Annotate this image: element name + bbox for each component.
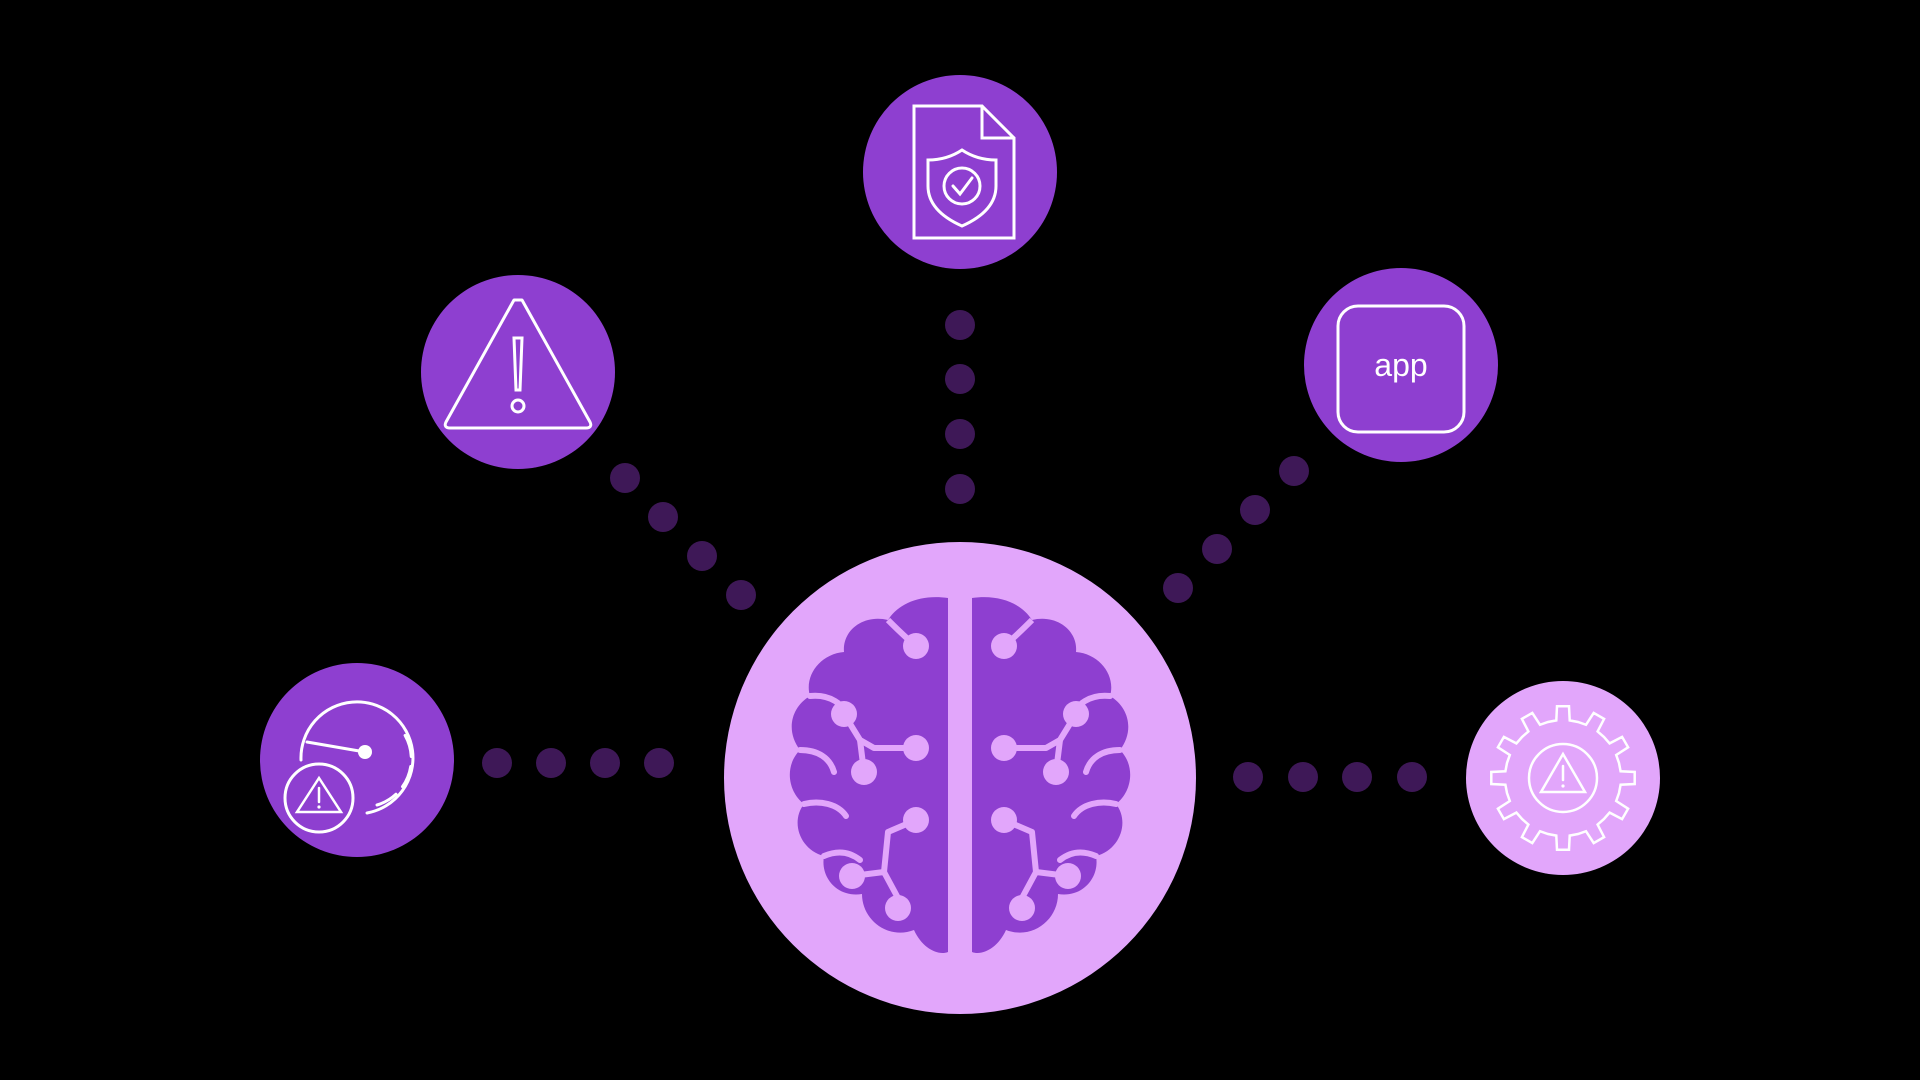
connector-dot [590, 748, 620, 778]
central-hub [724, 542, 1196, 1014]
connector-dot [536, 748, 566, 778]
node-gear-alert [1466, 681, 1660, 875]
warning-triangle-icon [443, 298, 593, 430]
connector-dot [482, 748, 512, 778]
connector-dot [610, 463, 640, 493]
connector-dot [1342, 762, 1372, 792]
connector-dot [1163, 573, 1193, 603]
connector-dot [1279, 456, 1309, 486]
connector-dot [1233, 762, 1263, 792]
node-secure-document [863, 75, 1057, 269]
shield-document-icon [912, 104, 1016, 240]
connectors [482, 310, 1427, 792]
connector-dot [648, 502, 678, 532]
node-warning [421, 275, 615, 469]
connector-dot [945, 419, 975, 449]
connector-dot [687, 541, 717, 571]
brain-circuit-icon [789, 597, 1131, 956]
node-speed-alert [260, 663, 454, 857]
node-app: app [1304, 268, 1498, 462]
connector-dot [945, 310, 975, 340]
connector-dot [1202, 534, 1232, 564]
connector-dot [945, 474, 975, 504]
connector-dot [945, 364, 975, 394]
connector-dot [644, 748, 674, 778]
gear-warning-icon [1490, 705, 1636, 851]
app-label: app [1374, 347, 1427, 383]
connector-dot [1240, 495, 1270, 525]
connector-dot [1288, 762, 1318, 792]
app-tile-icon [1336, 304, 1466, 434]
connector-dot [1397, 762, 1427, 792]
connector-dot [726, 580, 756, 610]
speedometer-warning-icon [283, 700, 415, 834]
